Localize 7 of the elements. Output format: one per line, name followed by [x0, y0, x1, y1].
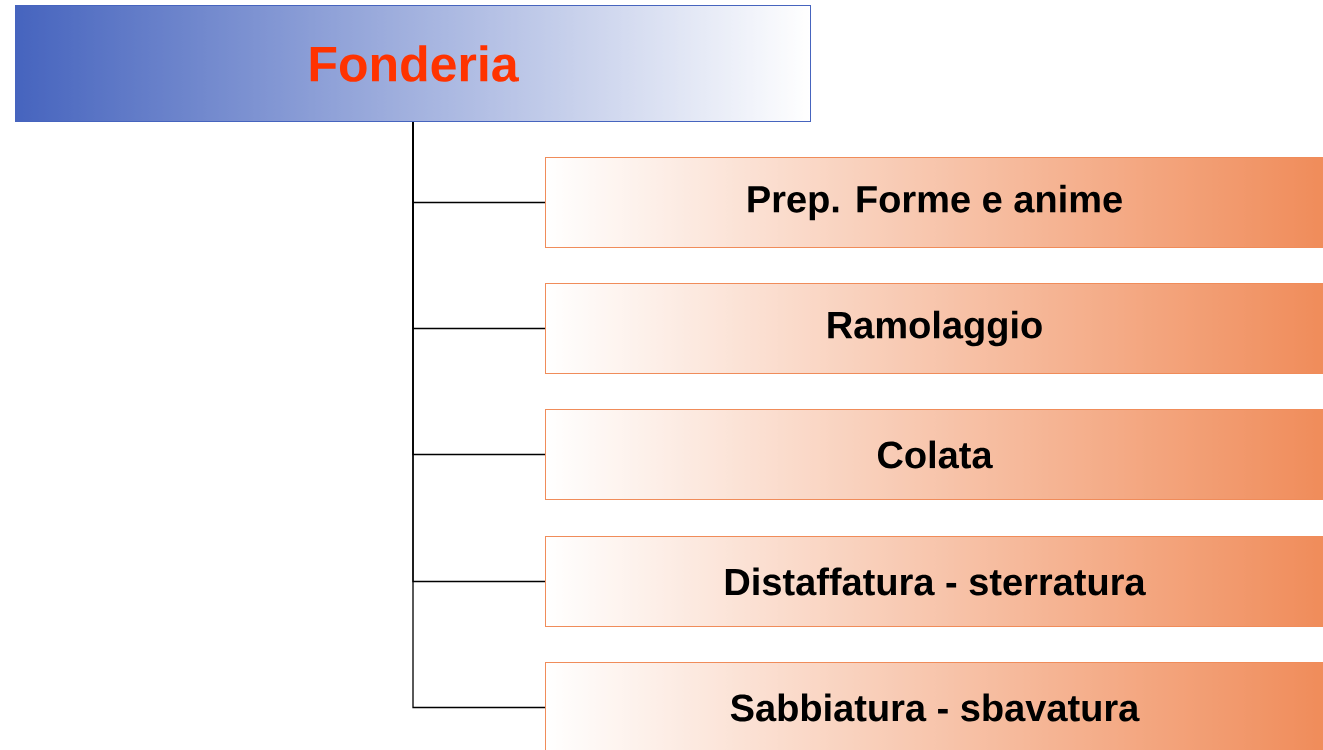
process-box: Prep. Forme e anime	[545, 157, 1323, 248]
title-box: Fonderia	[15, 5, 811, 122]
connector-line	[412, 121, 546, 709]
process-box: Sabbiatura - sbavatura	[545, 662, 1323, 750]
process-box: Distaffatura - sterratura	[545, 536, 1323, 627]
process-box: Ramolaggio	[545, 283, 1323, 374]
process-box: Colata	[545, 409, 1323, 500]
